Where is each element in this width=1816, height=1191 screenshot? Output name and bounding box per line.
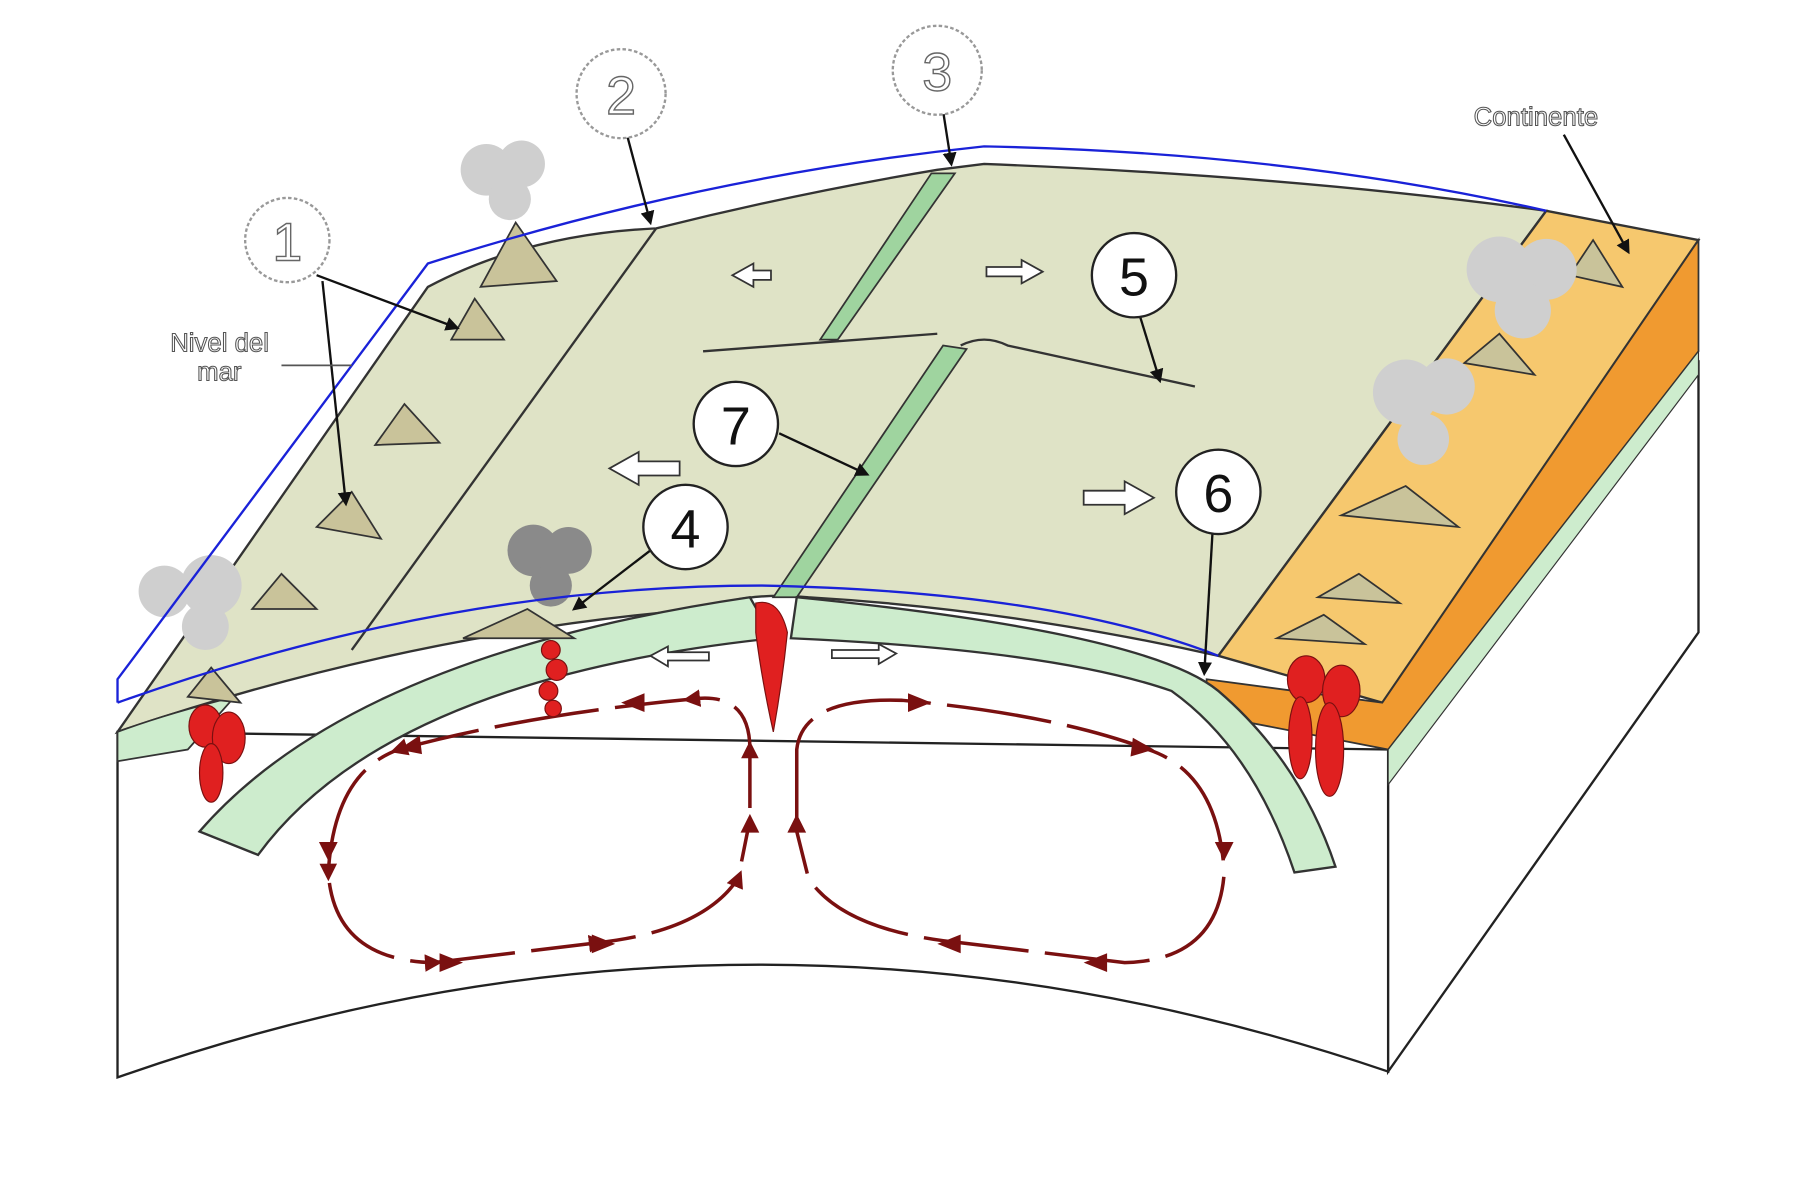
marker-6: 6	[1175, 448, 1262, 536]
marker-4: 4	[642, 483, 729, 571]
continent-label: Continente	[1474, 103, 1599, 131]
convection-cell-left	[319, 689, 759, 972]
svg-text:4: 4	[671, 499, 701, 559]
sea-level-label-line1: Nivel del	[170, 329, 269, 357]
svg-text:6: 6	[1203, 464, 1233, 524]
convection-arrowheads	[318, 693, 1234, 973]
mid-ocean-ridge-upper	[818, 172, 957, 341]
magma-plumes	[188, 601, 1361, 803]
sea-level-line-front	[117, 584, 1219, 704]
continent-lithosphere	[1387, 349, 1700, 787]
marker-2: 2	[575, 48, 667, 140]
svg-text:1: 1	[272, 212, 302, 272]
marker-1: 1	[243, 196, 331, 284]
trench-line-left	[350, 227, 658, 651]
convection-cell-right	[794, 698, 1226, 965]
svg-text:5: 5	[1119, 248, 1149, 308]
volcanoes	[186, 220, 1625, 704]
svg-text:7: 7	[721, 396, 751, 456]
plate-motion-arrows	[607, 258, 1156, 668]
svg-text:2: 2	[606, 66, 636, 126]
svg-text:3: 3	[922, 43, 952, 103]
sea-level-line-back	[116, 145, 1547, 703]
marker-5: 5	[1090, 231, 1178, 319]
marker-3: 3	[891, 24, 983, 116]
lithosphere-slab-right	[789, 595, 1338, 874]
sea-level-label-line2: mar	[197, 359, 242, 387]
marker-7: 7	[692, 380, 780, 468]
transform-fault	[702, 332, 1196, 388]
